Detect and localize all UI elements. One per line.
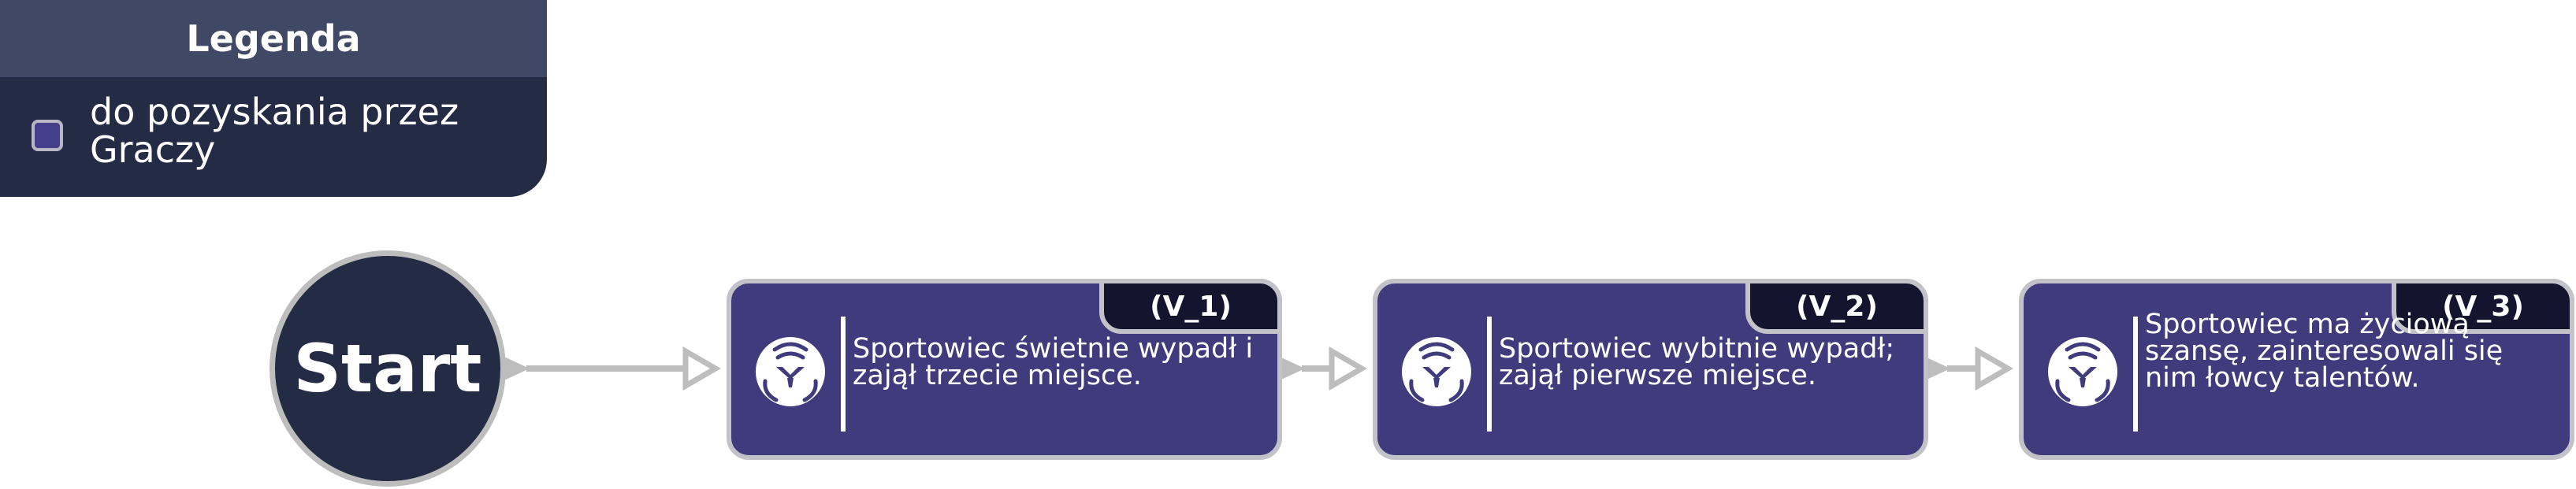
sport-ball-icon — [2048, 337, 2117, 406]
step-tag: (V_2) — [1745, 279, 1928, 334]
step-node-v1: (V_1) Sportowiec świetnie wypadł i zajął… — [727, 279, 1282, 460]
legend: Legenda do pozyskania przez Graczy — [0, 0, 547, 197]
connector-arrow-v2 — [1329, 346, 1367, 391]
step-node-v2: (V_2) Sportowiec wybitnie wypadł; zajął … — [1373, 279, 1928, 460]
legend-title: Legenda — [0, 0, 547, 77]
connector-tail-start — [504, 357, 530, 380]
connector-tail-v2 — [1925, 357, 1950, 380]
step-tag: (V_1) — [1099, 279, 1282, 334]
sport-ball-icon — [1402, 337, 1471, 406]
divider — [2133, 317, 2138, 432]
connector-arrow-v1 — [682, 346, 721, 391]
connector-tail-v1 — [1280, 357, 1305, 380]
divider — [841, 317, 846, 432]
legend-item-label: do pozyskania przez Graczy — [90, 91, 459, 171]
divider — [1487, 317, 1492, 432]
legend-swatch — [32, 120, 63, 151]
step-description: Sportowiec ma życiową szansę, zaintereso… — [2145, 309, 2504, 394]
step-tag: (V_3) — [2392, 279, 2574, 334]
legend-item: do pozyskania przez Graczy — [32, 93, 531, 169]
start-node: Start — [269, 250, 506, 487]
step-description: Sportowiec świetnie wypadł i zajął trzec… — [853, 333, 1254, 391]
step-node-v3: (V_3) Sportowiec ma życiową szansę, zain… — [2019, 279, 2574, 460]
connector-arrow-v3 — [1975, 346, 2013, 391]
start-label: Start — [293, 330, 482, 407]
step-description: Sportowiec wybitnie wypadł; zajął pierws… — [1499, 333, 1895, 391]
sport-ball-icon — [756, 337, 825, 406]
